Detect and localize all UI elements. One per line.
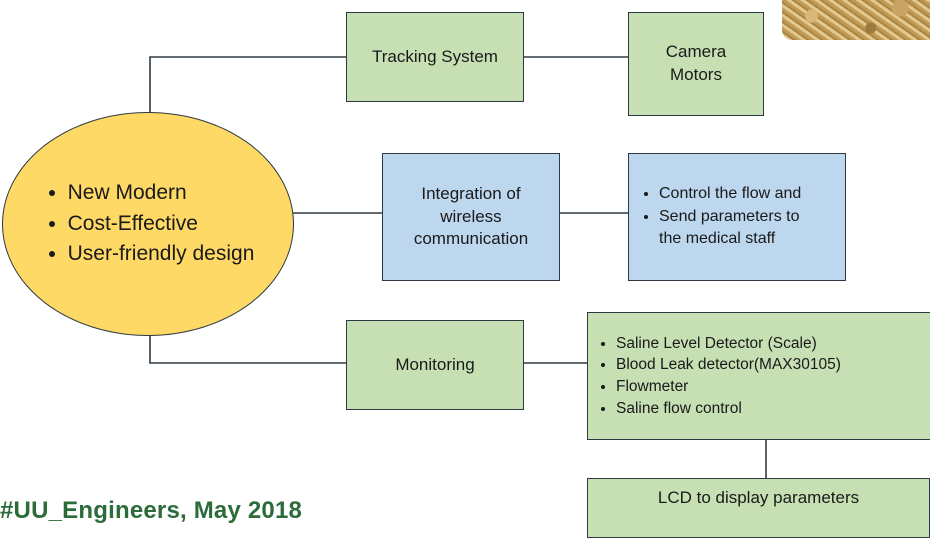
monitoring-details-box: Saline Level Detector (Scale) Blood Leak…: [587, 312, 930, 440]
wireless-detail-item: Send parameters to the medical staff: [659, 206, 801, 251]
monitoring-detail-item: Blood Leak detector(MAX30105): [616, 354, 841, 376]
connector-tracking: [149, 56, 346, 114]
monitoring-detail-item: Saline flow control: [616, 398, 841, 420]
goals-list: New Modern Cost-Effective User-friendly …: [42, 178, 255, 269]
camera-motors-box: Camera Motors: [628, 12, 764, 116]
central-goals-ellipse: New Modern Cost-Effective User-friendly …: [2, 112, 294, 336]
footer-caption: #UU_Engineers, May 2018: [0, 497, 303, 524]
wireless-integration-label: Integration of wireless communication: [413, 183, 529, 249]
wireless-details-box: Control the flow and Send parameters to …: [628, 153, 846, 281]
monitoring-label: Monitoring: [395, 354, 475, 374]
wireless-integration-box: Integration of wireless communication: [382, 153, 560, 281]
lcd-box: LCD to display parameters: [587, 478, 930, 538]
connector-monitoring: [149, 334, 346, 364]
goal-item: Cost-Effective: [68, 209, 255, 239]
connector-lines: [149, 56, 767, 478]
camera-motors-label: Camera Motors: [665, 42, 727, 84]
goal-item: New Modern: [68, 178, 255, 208]
monitoring-box: Monitoring: [346, 320, 524, 410]
lcd-label: LCD to display parameters: [657, 488, 860, 507]
monitoring-detail-item: Flowmeter: [616, 376, 841, 398]
tracking-system-label: Tracking System: [372, 46, 498, 66]
wireless-details-list: Control the flow and Send parameters to …: [629, 183, 801, 250]
tracking-system-box: Tracking System: [346, 12, 524, 102]
monitoring-detail-item: Saline Level Detector (Scale): [616, 333, 841, 355]
monitoring-details-list: Saline Level Detector (Scale) Blood Leak…: [588, 333, 841, 420]
goal-item: User-friendly design: [68, 239, 255, 269]
corner-photo: [782, 0, 930, 40]
wireless-detail-item: Control the flow and: [659, 183, 801, 205]
